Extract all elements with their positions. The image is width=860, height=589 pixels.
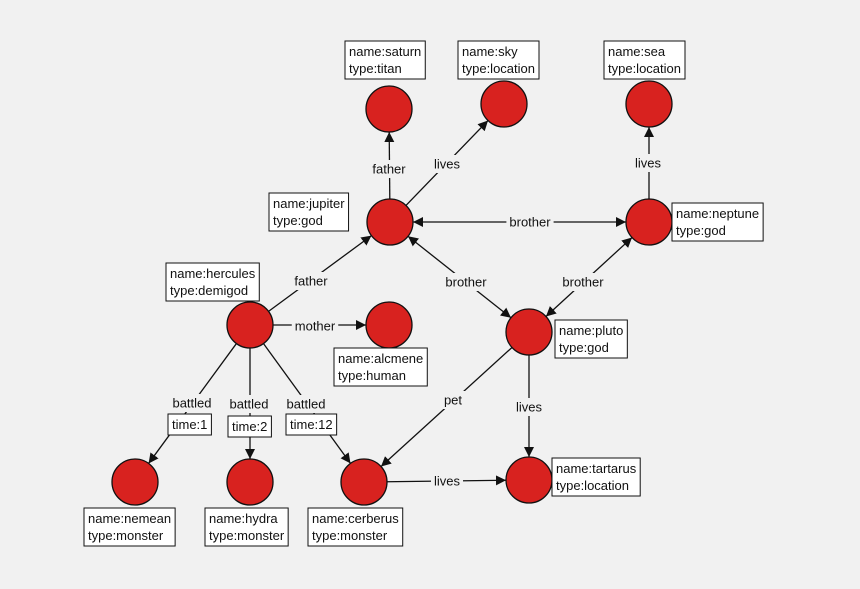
node-props-sky-border [457, 40, 540, 80]
node-props-cerberus-line-0: name:cerberus [312, 511, 399, 526]
node-nemean [111, 458, 159, 506]
edge-label-bg-cerberus-tartarus [430, 472, 464, 490]
node-props-alcmene-line-0: name:alcmene [338, 351, 423, 366]
edge-label-cerberus-tartarus: lives [434, 474, 461, 489]
node-props-cerberus: name:cerberus type:monster [307, 507, 404, 547]
edge-label-bg-hercules-alcmene [291, 317, 339, 335]
node-hercules [226, 301, 274, 349]
node-props-sky-line-0: name:sky [462, 44, 518, 59]
node-pluto [505, 308, 553, 356]
node-props-alcmene: name:alcmene type:human [333, 347, 428, 387]
node-props-hydra-border [204, 507, 289, 547]
edge-label-neptune-sea: lives [635, 156, 662, 171]
node-sky [480, 80, 528, 128]
edge-label-jupiter-saturn: father [372, 162, 406, 177]
node-props-pluto-border [554, 319, 628, 359]
node-props-sky: name:sky type:location [457, 40, 540, 80]
edge-label-jupiter-neptune: brother [509, 215, 551, 230]
edge-label-bg-hercules-cerberus [283, 395, 329, 413]
edge-label-bg-pluto-tartarus [512, 398, 546, 416]
node-props-hercules-line-1: type:demigod [170, 283, 248, 298]
node-props-nemean-border [83, 507, 176, 547]
edge-label-bg-jupiter-saturn [369, 160, 409, 178]
edge-label-pluto-neptune: brother [562, 275, 604, 290]
node-alcmene [365, 301, 413, 349]
edge-props-hercules-cerberus: time:12 [285, 413, 338, 436]
node-props-jupiter-border [268, 192, 350, 232]
node-props-nemean-line-0: name:nemean [88, 511, 171, 526]
node-neptune [625, 198, 673, 246]
node-props-jupiter-line-0: name:jupiter [273, 196, 345, 211]
edge-label-hercules-jupiter: father [294, 274, 328, 289]
node-props-neptune-line-0: name:neptune [676, 206, 759, 221]
edge-props-hercules-cerberus-line-0: time:12 [290, 417, 333, 432]
node-props-neptune: name:neptune type:god [671, 202, 764, 242]
node-props-sky-line-1: type:location [462, 61, 535, 76]
node-props-sea-border [603, 40, 686, 80]
node-props-hercules-border [165, 262, 260, 302]
node-props-saturn-border [344, 40, 426, 80]
node-props-pluto-line-0: name:pluto [559, 323, 623, 338]
node-props-hercules: name:hercules type:demigod [165, 262, 260, 302]
node-jupiter [366, 198, 414, 246]
edge-label-pluto-cerberus: pet [444, 393, 462, 408]
edge-label-bg-hercules-jupiter [291, 272, 331, 290]
node-props-jupiter-line-1: type:god [273, 213, 323, 228]
edge-props-hercules-nemean: time:1 [167, 413, 212, 436]
node-tartarus [505, 456, 553, 504]
edge-props-hercules-nemean-border [167, 413, 212, 436]
node-saturn [365, 85, 413, 133]
node-props-hydra-line-1: type:monster [209, 528, 285, 543]
edge-props-hercules-cerberus-border [285, 413, 338, 436]
edge-label-bg-jupiter-sky [430, 155, 464, 173]
node-props-sea-line-0: name:sea [608, 44, 666, 59]
node-props-hercules-line-0: name:hercules [170, 266, 256, 281]
edge-label-pluto-tartarus: lives [516, 400, 543, 415]
node-props-tartarus: name:tartarus type:location [551, 457, 641, 497]
edge-label-hercules-cerberus: battled [286, 397, 325, 412]
node-sea [625, 80, 673, 128]
edge-label-jupiter-sky: lives [434, 157, 461, 172]
node-props-saturn-line-1: type:titan [349, 61, 402, 76]
node-props-nemean: name:nemean type:monster [83, 507, 176, 547]
edge-label-bg-jupiter-neptune [506, 213, 554, 231]
node-props-tartarus-line-0: name:tartarus [556, 461, 637, 476]
node-props-pluto-line-1: type:god [559, 340, 609, 355]
edge-label-bg-hercules-nemean [169, 394, 215, 412]
edge-label-bg-pluto-neptune [559, 273, 607, 291]
node-props-cerberus-line-1: type:monster [312, 528, 388, 543]
node-props-pluto: name:pluto type:god [554, 319, 628, 359]
edge-label-bg-jupiter-pluto [442, 273, 490, 291]
node-props-alcmene-line-1: type:human [338, 368, 406, 383]
node-props-hydra-line-0: name:hydra [209, 511, 278, 526]
edge-props-hercules-hydra: time:2 [227, 415, 272, 438]
edge-label-hercules-alcmene: mother [295, 319, 336, 334]
node-props-alcmene-border [333, 347, 428, 387]
edge-label-bg-hercules-hydra [226, 395, 272, 413]
edge-props-hercules-hydra-line-0: time:2 [232, 419, 267, 434]
node-props-saturn-line-0: name:saturn [349, 44, 421, 59]
node-cerberus [340, 458, 388, 506]
node-props-sea-line-1: type:location [608, 61, 681, 76]
edge-label-bg-pluto-cerberus [440, 391, 466, 409]
node-props-tartarus-line-1: type:location [556, 478, 629, 493]
node-props-saturn: name:saturn type:titan [344, 40, 426, 80]
node-props-hydra: name:hydra type:monster [204, 507, 289, 547]
node-props-sea: name:sea type:location [603, 40, 686, 80]
node-props-cerberus-border [307, 507, 404, 547]
node-props-tartarus-border [551, 457, 641, 497]
node-props-jupiter: name:jupiter type:god [268, 192, 350, 232]
edge-label-jupiter-pluto: brother [445, 275, 487, 290]
node-props-nemean-line-1: type:monster [88, 528, 164, 543]
edge-label-hercules-hydra: battled [229, 397, 268, 412]
node-hydra [226, 458, 274, 506]
edge-props-hercules-nemean-line-0: time:1 [172, 417, 207, 432]
edge-label-hercules-nemean: battled [172, 396, 211, 411]
node-props-neptune-border [671, 202, 764, 242]
edge-props-hercules-hydra-border [227, 415, 272, 438]
node-props-neptune-line-1: type:god [676, 223, 726, 238]
edge-label-bg-neptune-sea [631, 154, 665, 172]
